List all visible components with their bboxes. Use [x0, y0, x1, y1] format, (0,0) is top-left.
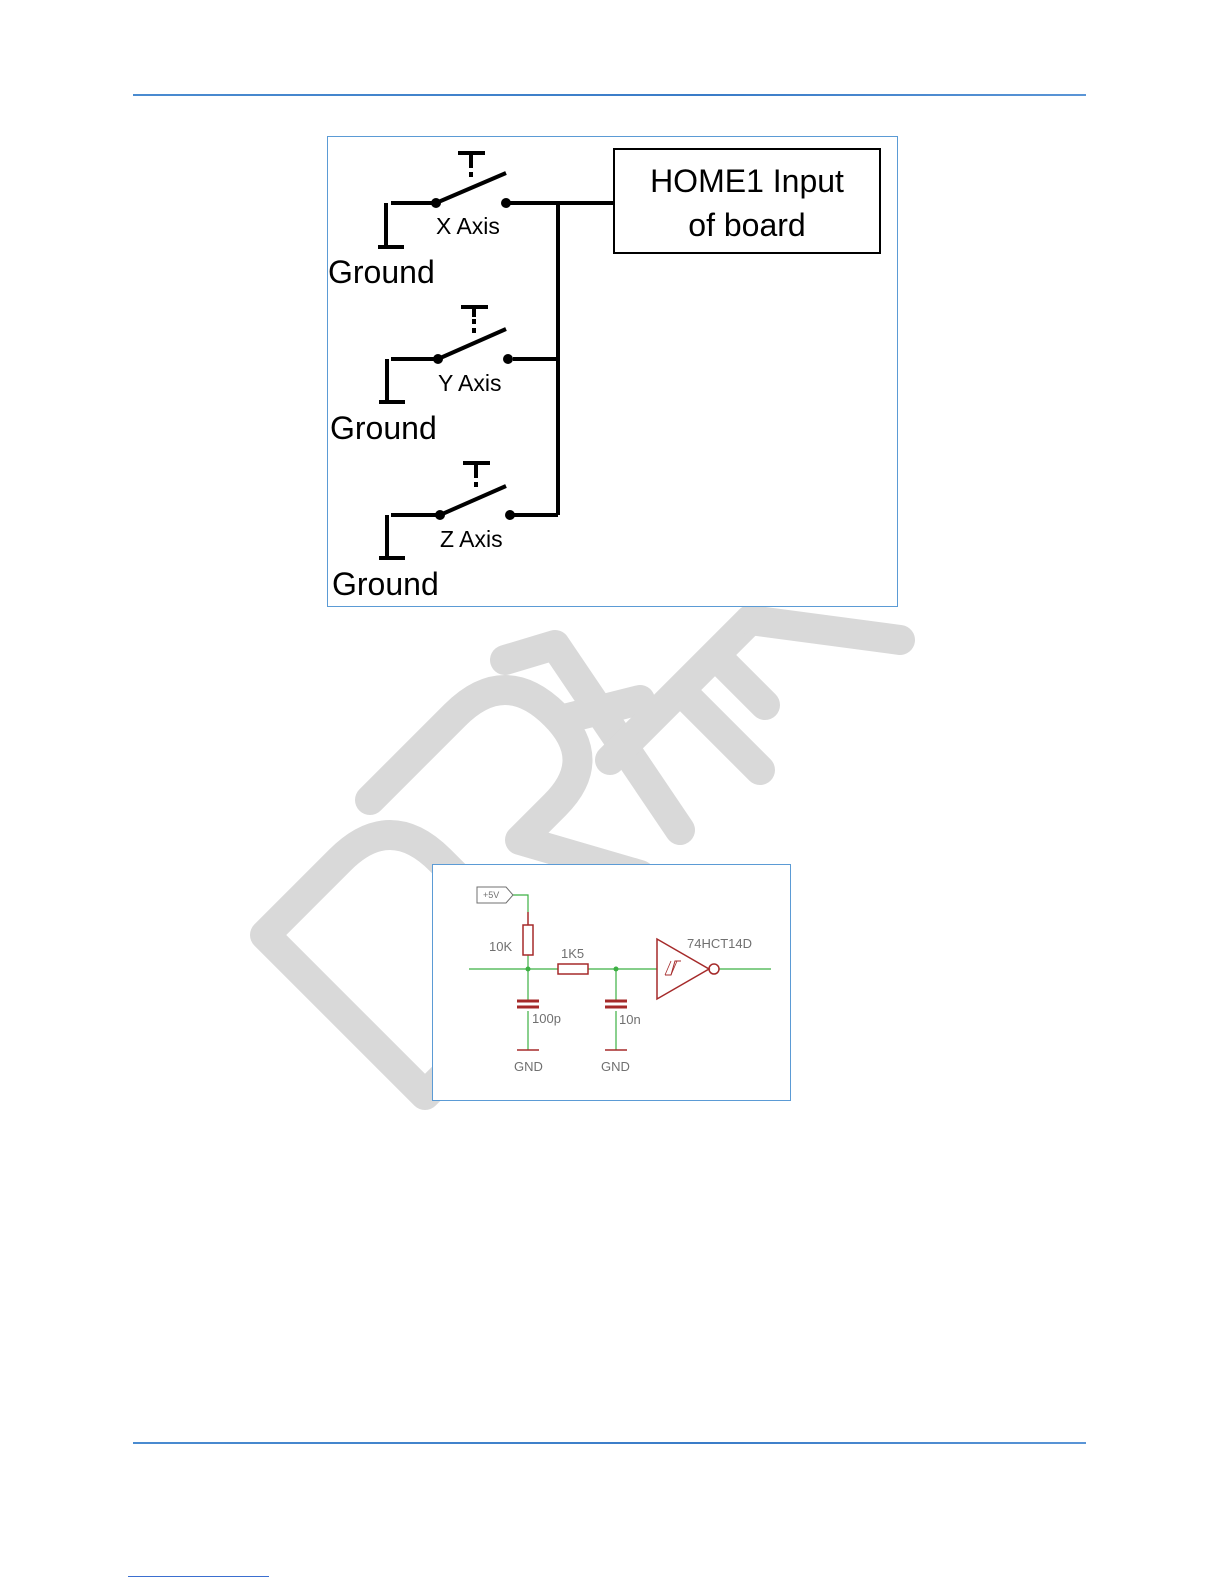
gnd1-label: GND	[514, 1059, 543, 1074]
r1-label: 10K	[489, 939, 512, 954]
homing-switch-diagram: HOME1 Input of board X Axis Y Axis Z Axi…	[327, 136, 898, 607]
input-filter-schematic: +5V 10K 1K5 100p 10n GND GND 74HCT14D	[432, 864, 791, 1101]
ground-label-y: Ground	[330, 410, 437, 446]
header-rule	[133, 94, 1086, 96]
x-axis-label: X Axis	[436, 213, 500, 239]
ground-label-z: Ground	[332, 566, 439, 602]
ic-label: 74HCT14D	[687, 936, 752, 951]
c1-label: 100p	[532, 1011, 561, 1026]
z-axis-label: Z Axis	[440, 526, 503, 552]
footer-rule	[133, 1442, 1086, 1444]
footer-link-underline	[128, 1576, 269, 1577]
r2-label: 1K5	[561, 946, 584, 961]
ground-label-x: Ground	[328, 254, 435, 290]
supply-label: +5V	[483, 890, 499, 900]
home1-box-line1: HOME1 Input	[650, 163, 844, 199]
gnd2-label: GND	[601, 1059, 630, 1074]
y-axis-label: Y Axis	[438, 370, 502, 396]
home1-box-line2: of board	[688, 207, 805, 243]
c2-label: 10n	[619, 1012, 641, 1027]
